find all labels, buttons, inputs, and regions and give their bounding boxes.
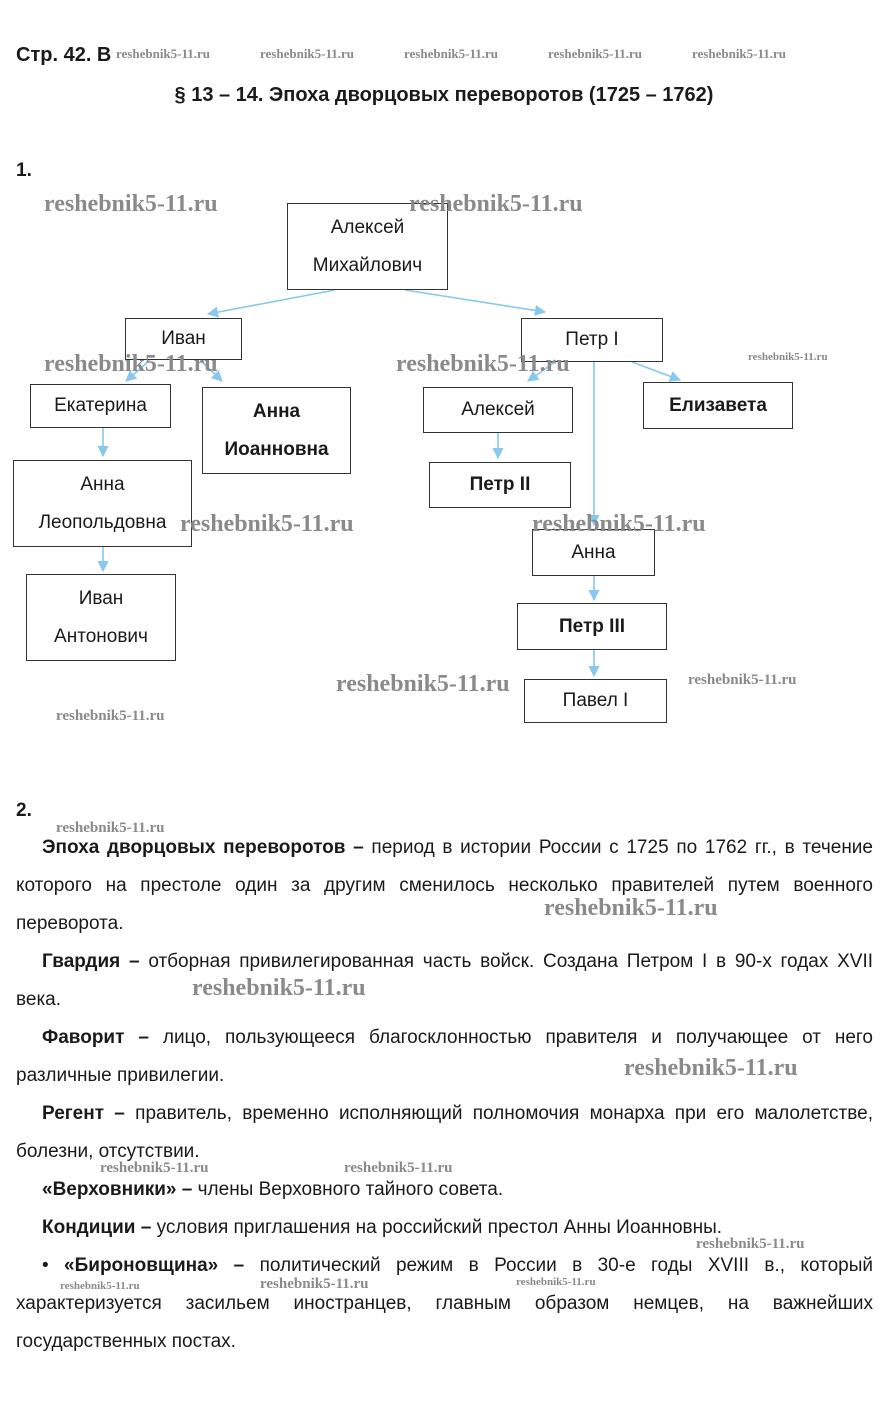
node-text: Анна <box>252 400 301 422</box>
definition-paragraph: • «Бироновщина» – политический режим в Р… <box>16 1247 873 1361</box>
arrow-ivan-ekaterina <box>125 359 151 382</box>
node-text: Петр II <box>469 474 531 495</box>
node-text: Елизавета <box>669 394 767 416</box>
term-dash: – <box>120 951 149 972</box>
node-ekaterina: Екатерина <box>30 384 171 428</box>
term: «Верховники» <box>42 1179 177 1200</box>
definition: отборная привилегированная часть войск. … <box>16 951 873 1010</box>
task-number: 1. <box>16 160 32 181</box>
definition-paragraph: Регент – правитель, временно исполняющий… <box>16 1095 873 1171</box>
task-number: 2. <box>16 800 32 821</box>
term-dash: – <box>124 1027 163 1048</box>
node-pavel-1: Павел I <box>524 679 667 723</box>
definition: период в истории России с 1725 по 1762 г… <box>16 837 873 934</box>
definition: условия приглашения на российский престо… <box>156 1217 723 1238</box>
definition-paragraph: «Верховники» – члены Верховного тайного … <box>16 1171 873 1209</box>
definition-paragraph: Кондиции – условия приглашения на россий… <box>16 1209 873 1247</box>
node-petr-1: Петр I <box>521 318 663 362</box>
term: Эпоха дворцовых переворотов <box>42 837 346 858</box>
node-text: Иван <box>161 328 206 349</box>
definition-paragraph: Гвардия – отборная привилегированная час… <box>16 943 873 1019</box>
arrow-petr1-elizaveta <box>631 361 682 382</box>
term-dash: – <box>176 1179 198 1200</box>
node-aleksey-mikhailovich: Алексей Михайлович <box>287 203 448 290</box>
definition: члены Верховного тайного совета. <box>197 1179 504 1200</box>
node-text: Алексей <box>330 216 405 238</box>
node-ivan-antonovich: Иван Антонович <box>26 574 176 661</box>
node-text: Иван <box>78 587 124 609</box>
bullet: • <box>42 1255 65 1276</box>
node-text: Анна <box>80 473 125 495</box>
node-text: Антонович <box>54 625 148 647</box>
node-text: Павел I <box>562 690 629 711</box>
node-aleksey: Алексей <box>423 387 573 433</box>
node-text: Анна <box>571 541 616 563</box>
definition-paragraph: Фаворит – лицо, пользующееся благосклонн… <box>16 1019 873 1095</box>
node-anna-leopoldovna: Анна Леопольдовна <box>13 460 192 547</box>
node-anna: Анна <box>532 529 655 576</box>
term: Регент <box>42 1103 105 1124</box>
definition: лицо, пользующееся благосклонностью прав… <box>16 1027 874 1086</box>
term-dash: – <box>104 1103 136 1124</box>
definition: политический режим в России в 30-е годы … <box>16 1255 873 1352</box>
node-petr-3: Петр III <box>517 603 667 650</box>
term-dash: – <box>135 1217 157 1238</box>
section-title: § 13 – 14. Эпоха дворцовых переворотов (… <box>174 84 714 106</box>
term: Гвардия <box>42 951 121 972</box>
node-ivan: Иван <box>125 318 242 360</box>
arrow-aleksey-ivan <box>206 289 336 318</box>
node-text: Иоанновна <box>224 438 329 460</box>
node-text: Петр I <box>565 329 619 350</box>
definition-paragraph: Эпоха дворцовых переворотов – период в и… <box>16 829 873 943</box>
arrow-ivan-anna-ioannovna <box>199 359 223 382</box>
node-anna-ioannovna: Анна Иоанновна <box>202 387 351 474</box>
term-dash: – <box>218 1255 260 1276</box>
node-text: Екатерина <box>54 395 147 416</box>
definition: правитель, временно исполняющий полномоч… <box>16 1103 873 1162</box>
arrow-aleksey-petr1 <box>404 289 547 316</box>
term: Кондиции <box>42 1217 136 1238</box>
term-dash: – <box>345 837 372 858</box>
node-text: Михайлович <box>312 254 423 276</box>
family-tree-arrows <box>97 289 682 678</box>
term: «Бироновщина» <box>64 1255 219 1276</box>
term: Фаворит <box>42 1027 125 1048</box>
node-text: Леопольдовна <box>38 511 167 533</box>
node-petr-2: Петр II <box>429 462 571 508</box>
arrow-petr1-aleksey <box>527 361 556 382</box>
node-elizaveta: Елизавета <box>643 382 793 429</box>
node-text: Петр III <box>559 615 625 637</box>
page-header: Стр. 42. В <box>16 44 112 66</box>
node-text: Алексей <box>461 399 535 420</box>
